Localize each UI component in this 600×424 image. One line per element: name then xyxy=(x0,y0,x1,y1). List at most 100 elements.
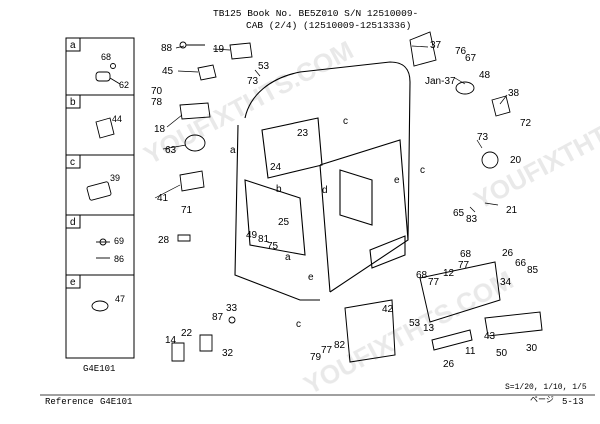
page-label: ページ xyxy=(530,396,554,405)
callout-77: 77 xyxy=(458,260,470,271)
callout-43: 43 xyxy=(484,331,496,342)
part-63-drawing xyxy=(184,134,206,152)
callout-18: 18 xyxy=(154,124,166,135)
callout-23: 23 xyxy=(297,128,309,139)
reference-value: G4E101 xyxy=(100,397,133,407)
bolt-69-drawing xyxy=(99,238,107,246)
panel-c-letter: c xyxy=(70,157,75,168)
leader-lines xyxy=(154,45,508,213)
callout-panel-47: 47 xyxy=(115,294,125,304)
floor-cover-26 xyxy=(431,329,473,351)
callout-c-1: c xyxy=(343,116,348,127)
callout-82: 82 xyxy=(334,340,346,351)
cab-front-window xyxy=(261,117,323,179)
callout-21: 21 xyxy=(506,205,518,216)
callout-12: 12 xyxy=(443,268,455,279)
panel-part-labels: 68 62 44 39 69 86 47 xyxy=(101,52,129,304)
callout-50: 50 xyxy=(496,348,508,359)
bolt-33-drawing xyxy=(228,316,236,324)
cab-mesh-panel xyxy=(339,169,373,226)
callout-panel-62: 62 xyxy=(119,80,129,90)
callout-33: 33 xyxy=(226,303,238,314)
mesh-guard-42 xyxy=(344,299,396,363)
part-32-drawing xyxy=(199,334,213,352)
callout-b-1: b xyxy=(276,184,282,195)
callout-71: 71 xyxy=(181,205,193,216)
callout-28: 28 xyxy=(158,235,170,246)
callout-19: 19 xyxy=(213,44,225,55)
part-18-drawing xyxy=(179,102,211,120)
panel-c-tag xyxy=(65,154,81,169)
floor-plate xyxy=(344,261,543,363)
panel-a-tag xyxy=(65,37,81,52)
grommet-47-drawing xyxy=(91,300,109,312)
clip-68-62-drawing xyxy=(95,71,111,82)
callout-jan-37: Jan-37 xyxy=(425,76,456,87)
callout-labels: 88 19 45 53 73 70 78 18 63 a 24 23 c 37 … xyxy=(151,40,539,370)
cab-front-pillar xyxy=(234,124,320,301)
part-48-drawing xyxy=(455,81,475,95)
callout-42: 42 xyxy=(382,304,394,315)
part-drawings xyxy=(171,31,511,362)
part-37-drawing xyxy=(409,31,437,67)
callout-73-right: 73 xyxy=(477,132,489,143)
callout-63: 63 xyxy=(165,145,177,156)
callout-20: 20 xyxy=(510,155,522,166)
callout-c-3: c xyxy=(296,319,301,330)
reference-label: Reference xyxy=(45,397,94,407)
scale-text: S=1/20, 1/10, 1/5 xyxy=(505,383,587,392)
callout-87: 87 xyxy=(212,312,224,323)
panel-b-tag xyxy=(65,94,81,109)
callout-e-2: e xyxy=(308,272,314,283)
callout-41: 41 xyxy=(157,193,169,204)
callout-67: 67 xyxy=(465,53,477,64)
callout-83: 83 xyxy=(466,214,478,225)
callout-panel-69: 69 xyxy=(114,236,124,246)
callout-c-2: c xyxy=(420,165,425,176)
part-19-drawing xyxy=(229,42,253,60)
panel-e-tag xyxy=(65,274,81,289)
cab-grille xyxy=(369,235,406,269)
callout-26-b: 26 xyxy=(443,359,455,370)
cab-windshield xyxy=(244,179,306,256)
callout-76: 76 xyxy=(455,46,467,57)
part-41-drawing xyxy=(179,170,205,192)
part-45-drawing xyxy=(197,64,217,81)
callout-panel-39: 39 xyxy=(110,173,120,183)
callout-24: 24 xyxy=(270,162,282,173)
callout-68-b: 68 xyxy=(416,270,428,281)
callout-77-b: 77 xyxy=(428,277,440,288)
part-38-drawing xyxy=(491,95,511,117)
header-line-1: TB125 Book No. BE5Z010 S/N 12510009- xyxy=(213,8,419,19)
callout-d-1: d xyxy=(322,185,328,196)
floor-plate-outline xyxy=(419,261,501,323)
callout-a-2: a xyxy=(285,252,291,263)
callout-48: 48 xyxy=(479,70,491,81)
callout-e-1: e xyxy=(394,175,400,186)
callout-79: 79 xyxy=(310,352,322,363)
callout-75: 75 xyxy=(267,241,279,252)
callout-70: 70 xyxy=(151,86,163,97)
callout-panel-68: 68 xyxy=(101,52,111,62)
callout-77-c: 77 xyxy=(321,345,333,356)
callout-88: 88 xyxy=(161,43,173,54)
callout-65: 65 xyxy=(453,208,465,219)
watermark-text-3: YOUFIXTHTS.COM xyxy=(469,80,600,216)
panel-b-letter: b xyxy=(70,97,76,108)
callout-73-top: 73 xyxy=(247,76,259,87)
callout-26: 26 xyxy=(502,248,514,259)
callout-85: 85 xyxy=(527,265,539,276)
callout-68: 68 xyxy=(460,249,472,260)
part-14-drawing xyxy=(171,342,185,362)
callout-22: 22 xyxy=(181,328,193,339)
panel-d-tag xyxy=(65,214,81,229)
callout-38: 38 xyxy=(508,88,520,99)
callout-32: 32 xyxy=(222,348,234,359)
callout-34: 34 xyxy=(500,277,512,288)
callout-11: 11 xyxy=(465,346,476,357)
callout-37: 37 xyxy=(430,40,442,51)
page-number: 5-13 xyxy=(562,397,584,407)
seal-30 xyxy=(484,311,543,337)
panel-letters: a b c d e xyxy=(70,40,76,288)
